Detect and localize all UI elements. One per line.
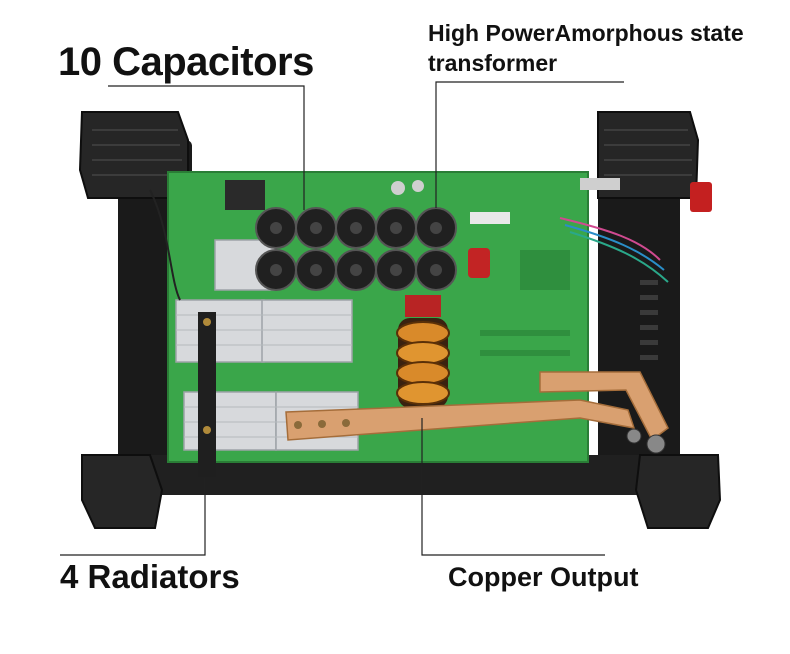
transformer-label-line2: transformer bbox=[428, 50, 558, 76]
corner-bumpers bbox=[78, 111, 722, 529]
transformer-label: High PowerAmorphous state transformer bbox=[428, 18, 744, 78]
transformer bbox=[396, 318, 450, 408]
copper-output-strips bbox=[285, 371, 669, 442]
transformer-label-line1: High PowerAmorphous state bbox=[428, 20, 744, 46]
copper-output-label: Copper Output bbox=[448, 562, 639, 592]
radiators-label: 4 Radiators bbox=[60, 558, 240, 595]
leader-lines bbox=[60, 81, 624, 556]
capacitors-label: 10 Capacitors bbox=[58, 40, 314, 84]
